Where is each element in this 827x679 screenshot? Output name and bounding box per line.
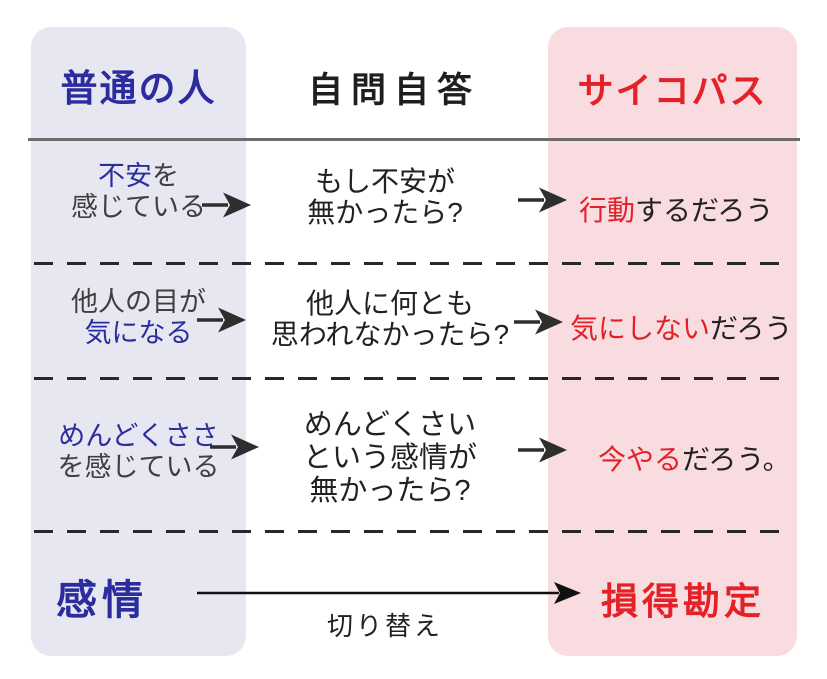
row1-left-label: 不安を 感じている [31, 161, 246, 223]
row1-middle-line2: 無かったら? [307, 197, 463, 228]
row-divider-dashed-1 [34, 262, 792, 265]
row1-right-emphasis: 行動 [579, 195, 636, 226]
arrow-right-icon [202, 192, 251, 218]
header-divider [28, 138, 800, 141]
row3-left-line2: を感じている [57, 452, 220, 482]
row-divider-dashed-3 [34, 530, 792, 533]
row2-left-label: 他人の目が 気になる [31, 287, 246, 349]
row3-middle-line3: 無かったら? [309, 475, 471, 507]
row1-right-rest: するだろう [635, 195, 774, 226]
psychopath-panel [548, 27, 797, 656]
row3-middle-question: めんどくさい という感情が 無かったら? [260, 409, 520, 508]
row1-left-rest: を [152, 161, 179, 191]
header-ordinary-person: 普通の人 [60, 68, 217, 109]
row2-right-answer: 気にしないだろう [570, 307, 792, 347]
row3-middle-line2: という感情が [302, 442, 477, 474]
row1-middle-question: もし不安が 無かったら? [260, 166, 510, 228]
long-arrow-right-icon [197, 582, 581, 604]
arrow-right-icon [518, 187, 567, 213]
row1-left-line2: 感じている [71, 192, 206, 222]
row3-middle-line1: めんどくさい [303, 409, 477, 441]
cost-benefit-label: 損得勘定 [601, 581, 765, 622]
row1-left-emphasis: 不安 [98, 161, 152, 191]
row2-left-emphasis: 気になる [84, 318, 193, 348]
ordinary-person-panel [31, 27, 246, 656]
row1-right-answer: 行動するだろう [579, 189, 773, 229]
switch-label: 切り替え [327, 611, 444, 641]
header-self-questioning: 自問自答 [307, 71, 480, 110]
row2-right-rest: だろう [710, 313, 793, 344]
arrow-right-icon [514, 309, 563, 335]
header-psychopath: サイコパス [577, 70, 768, 111]
arrow-right-icon [197, 307, 246, 333]
row-divider-dashed-2 [34, 377, 792, 380]
row3-right-rest: だろう。 [682, 444, 791, 475]
arrow-right-icon [518, 437, 567, 463]
row3-right-answer: 今やるだろう。 [598, 438, 791, 478]
row2-middle-question: 他人に何とも 思われなかったら? [245, 288, 535, 350]
row2-left-line1: 他人の目が [71, 287, 206, 317]
emotion-label: 感情 [56, 577, 148, 623]
arrow-right-icon [210, 434, 259, 460]
row3-right-emphasis: 今やる [598, 444, 683, 475]
row3-left-label: めんどくささ を感じている [31, 421, 246, 483]
row2-middle-line1: 他人に何とも [305, 288, 474, 319]
row1-middle-line1: もし不安が [314, 166, 455, 197]
row2-middle-line2: 思われなかったら? [270, 319, 510, 350]
row2-right-emphasis: 気にしない [570, 313, 711, 344]
row3-left-emphasis: めんどくささ [58, 421, 219, 451]
